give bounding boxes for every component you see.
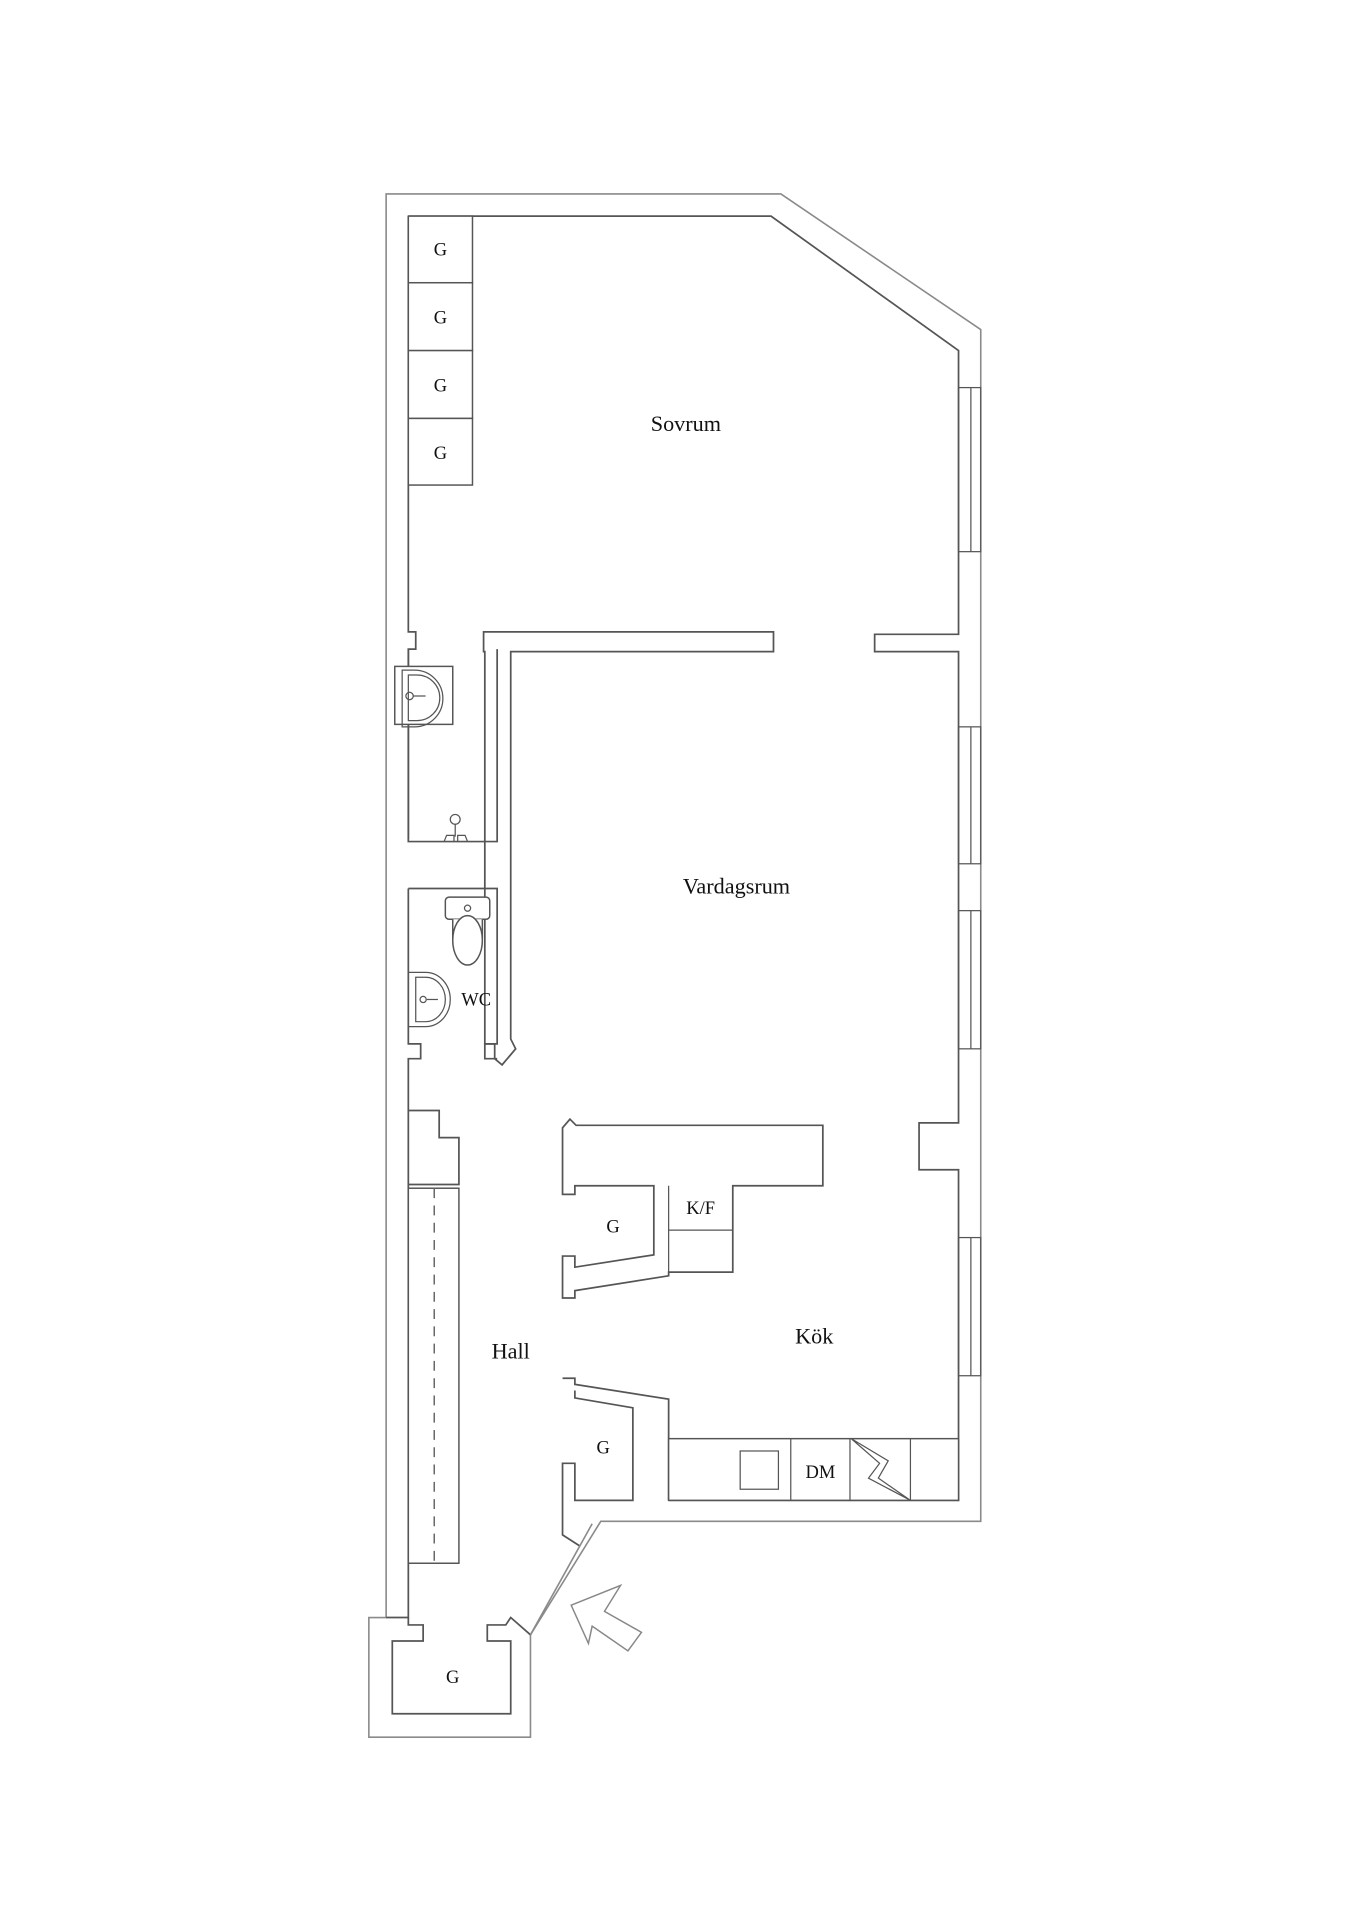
inner-wall-sovrum (408, 215, 960, 1502)
fridge-freezer-label: K/F (686, 1199, 715, 1219)
wardrobe-label: G (434, 444, 447, 464)
wardrobe-label-hall-upper: G (606, 1218, 619, 1238)
room-label-sovrum: Sovrum (651, 411, 721, 436)
room-label-hall: Hall (492, 1338, 530, 1363)
wardrobe-label: G (434, 376, 447, 396)
sink-icon (739, 1450, 780, 1490)
entrance-arrow-icon (570, 1583, 643, 1652)
toilet-icon (444, 896, 491, 966)
bathroom-enclosure (407, 649, 499, 843)
bathroom-washbasin (394, 665, 454, 728)
windows-right (957, 386, 982, 1377)
entry-wall (391, 1616, 532, 1715)
shower-icon (443, 813, 469, 842)
partition-sovrum-vardagsrum (482, 630, 775, 1067)
wardrobe-label: G (434, 308, 447, 328)
kitchen-island-wall (561, 1117, 824, 1299)
wc-washbasin (408, 971, 451, 1028)
room-label-vardagsrum: Vardagsrum (683, 873, 790, 898)
room-label-wc: WC (461, 991, 491, 1011)
wc-enclosure (408, 887, 499, 1060)
hall-closet (407, 1109, 460, 1564)
wardrobe-label: G (434, 241, 447, 261)
sovrum-wardrobes: G G G G (407, 215, 474, 486)
wardrobe-label-hall-lower: G (597, 1438, 610, 1458)
kitchen-counter (667, 1437, 960, 1502)
wardrobe-label-entry: G (446, 1668, 459, 1688)
room-label-kok: Kök (795, 1324, 834, 1349)
hall-lower-wardrobe (561, 1377, 670, 1547)
stove-lightning-icon (850, 1438, 911, 1501)
dishwasher-label: DM (805, 1463, 835, 1483)
entry-door-swing (529, 1523, 593, 1636)
